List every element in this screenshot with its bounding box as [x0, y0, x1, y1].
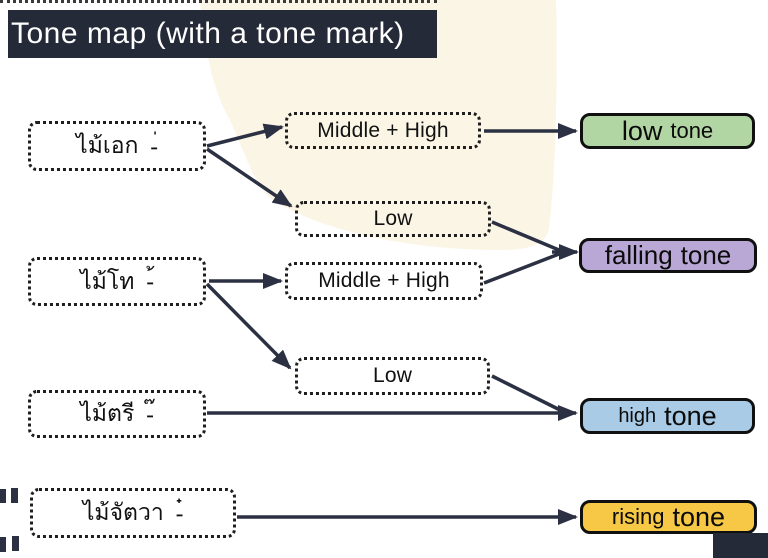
tone-mark-box-mai-ek: ไม้เอก -่ [28, 121, 206, 171]
tone-mark-box-mai-chattawa: ไม้จัตวา -๋ [30, 488, 236, 538]
result-word: low [621, 115, 663, 146]
tone-mark-glyph: -่ [150, 133, 158, 159]
result-word: rising [611, 504, 665, 529]
clipped-dotted-edge-left [11, 488, 18, 503]
result-word: tone [672, 501, 726, 532]
class-box-middle-high-1: Middle + High [285, 112, 481, 149]
clipped-dotted-edge-top [0, 0, 437, 3]
tone-mark-box-mai-tho: ไม้โท -้ [28, 257, 206, 306]
tone-mark-glyph: -๊ [146, 401, 154, 427]
result-badge-high-tone: high tone [580, 398, 755, 434]
result-word: tone [670, 118, 714, 143]
tone-mark-box-mai-tri: ไม้ตรี -๊ [28, 390, 206, 438]
page-title-text: Tone map (with a tone mark) [11, 17, 405, 50]
class-box-low-1: Low [295, 201, 491, 237]
tone-mark-glyph: -้ [146, 269, 154, 294]
result-word: high [618, 404, 657, 427]
result-word: falling [604, 240, 673, 270]
clipped-dotted-edge-left [12, 536, 19, 551]
class-box-label: Low [372, 364, 413, 387]
class-box-label: Middle + High [317, 118, 449, 142]
class-box-low-2: Low [295, 357, 490, 395]
class-box-label: Low [373, 207, 413, 230]
tone-mark-glyph: -๋ [175, 500, 184, 526]
tone-mark-label: ไม้โท [80, 267, 135, 294]
corner-accent-block [713, 533, 768, 558]
result-badge-low-tone: low tone [580, 113, 755, 149]
tone-mark-label: ไม้ตรี [80, 400, 135, 426]
class-box-middle-high-2: Middle + High [285, 262, 483, 300]
result-badge-rising-tone: rising tone [580, 500, 757, 534]
result-word: tone [680, 240, 732, 270]
page-title: Tone map (with a tone mark) [8, 10, 437, 58]
result-word: tone [664, 400, 717, 431]
clipped-dotted-edge-left [0, 489, 6, 503]
class-box-label: Middle + High [318, 269, 450, 292]
tone-mark-label: ไม้จัตวา [82, 499, 164, 525]
result-badge-falling-tone: falling tone [579, 238, 757, 273]
clipped-dotted-edge-left [0, 537, 6, 552]
tone-mark-label: ไม้เอก [76, 132, 139, 158]
